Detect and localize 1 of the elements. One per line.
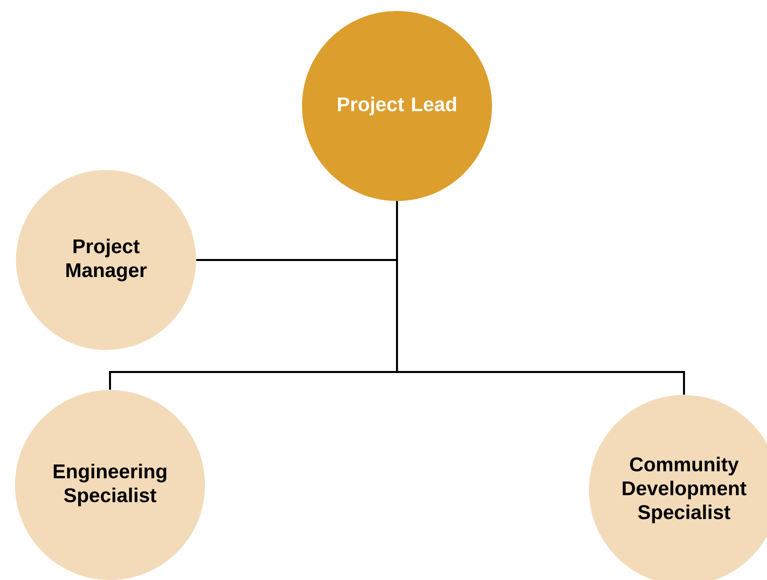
connector-line — [396, 201, 685, 395]
